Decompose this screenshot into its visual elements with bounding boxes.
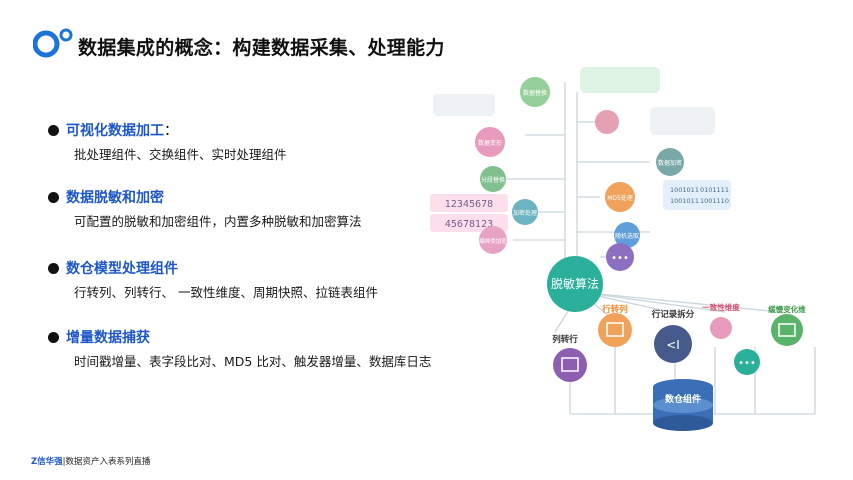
- more-dots-icon: [734, 349, 760, 375]
- node-badge-pink: [595, 110, 619, 134]
- svg-text:缓慢变化维: 缓慢变化维: [767, 304, 806, 314]
- section-heading: 数据脱敏和加密: [66, 190, 164, 206]
- svg-text:行记录拆分: 行记录拆分: [651, 309, 695, 320]
- svg-text:分段替换: 分段替换: [481, 176, 505, 184]
- more-dots-icon: [606, 243, 634, 271]
- node-segment-replace: 分段替换: [480, 166, 506, 192]
- node-encode-encrypt: 编排类加密: [479, 226, 507, 254]
- note-card: [650, 107, 715, 135]
- section-heading: 数仓模型处理组件: [66, 261, 178, 277]
- section-visual-processing: 可视化数据加工 ： 批处理组件、交换组件、实时处理组件: [48, 120, 287, 163]
- node-slowly-changing-dimension: 缓慢变化维: [767, 304, 806, 346]
- svg-text:行转列: 行转列: [601, 304, 628, 315]
- md5-result-line-2: 1001110: [700, 197, 729, 205]
- node-encrypt-process: 加密处理: [512, 199, 538, 225]
- company-logo-icon: [33, 28, 73, 58]
- node-md5: MD5处理: [605, 182, 635, 212]
- section-heading: 可视化数据加工: [66, 123, 164, 139]
- bullet-icon: [48, 331, 59, 343]
- svg-text:随机选取: 随机选取: [615, 232, 639, 240]
- bullet-icon: [48, 262, 59, 274]
- footer: Z信华强|数据资产入表系列直播: [31, 455, 151, 467]
- section-heading-suffix: ：: [164, 123, 178, 139]
- svg-text:数据替换: 数据替换: [523, 89, 547, 97]
- section-description: 可配置的脱敏和加密组件，内置多种脱敏和加密算法: [74, 214, 362, 229]
- svg-text:12345678: 12345678: [445, 199, 493, 210]
- md5-sample-card: [663, 180, 731, 210]
- section-description: 批处理组件、交换组件、实时处理组件: [74, 147, 287, 162]
- bullet-icon: [48, 191, 59, 203]
- node-column-to-row: 列转行: [552, 334, 587, 382]
- node-data-replace: 数据替换: [520, 77, 550, 107]
- section-heading: 增量数据捕获: [66, 330, 150, 346]
- warehouse-database-icon: 数仓组件: [653, 379, 713, 431]
- svg-text:45678123: 45678123: [445, 219, 493, 230]
- node-data-encrypt: 数据加密: [656, 148, 684, 176]
- node-random-select: 随机选取: [614, 222, 640, 248]
- node-consistent-dimension: 一致性维度: [702, 302, 740, 339]
- footer-text: |数据资产入表系列直播: [62, 457, 151, 467]
- svg-text:加密处理: 加密处理: [513, 209, 537, 217]
- section-description: 时间戳增量、表字段比对、MD5 比对、触发器增量、数据库日志: [74, 354, 432, 369]
- svg-text:<I: <I: [666, 338, 680, 352]
- output-card: [580, 67, 660, 93]
- footer-brand: Z信华强: [31, 457, 63, 467]
- input-card: [433, 94, 495, 116]
- node-row-split: 行记录拆分 <I: [651, 309, 695, 363]
- svg-text:•••: •••: [611, 253, 629, 264]
- svg-text:数仓组件: 数仓组件: [665, 393, 701, 405]
- section-desensitization: 数据脱敏和加密 可配置的脱敏和加密组件，内置多种脱敏和加密算法: [48, 187, 362, 230]
- md5-sample-line-1: 1001011: [670, 186, 699, 194]
- svg-text:编排类加密: 编排类加密: [479, 237, 507, 245]
- svg-text:数据变形: 数据变形: [478, 139, 502, 147]
- section-incremental-capture: 增量数据捕获 时间戳增量、表字段比对、MD5 比对、触发器增量、数据库日志: [48, 327, 431, 370]
- node-data-transform: 数据变形: [475, 127, 505, 157]
- section-description: 行转列、列转行、 一致性维度、周期快照、拉链表组件: [74, 285, 378, 300]
- svg-text:MD5处理: MD5处理: [607, 194, 633, 202]
- svg-text:数据加密: 数据加密: [658, 159, 682, 167]
- data-integration-diagram: 12345678 45678123 1001011 1001011 010111…: [430, 67, 816, 431]
- md5-sample-line-2: 1001011: [670, 197, 699, 205]
- svg-text:列转行: 列转行: [552, 334, 578, 345]
- desensitize-hub: 脱敏算法: [547, 256, 603, 312]
- section-warehouse-model: 数仓模型处理组件 行转列、列转行、 一致性维度、周期快照、拉链表组件: [48, 258, 378, 301]
- bullet-icon: [48, 124, 59, 136]
- sample-number-box-1: 12345678: [430, 194, 508, 212]
- svg-text:•••: •••: [738, 358, 756, 369]
- node-row-to-column: 行转列: [598, 304, 632, 347]
- md5-result-line-1: 0101111: [700, 186, 729, 194]
- svg-text:一致性维度: 一致性维度: [702, 302, 740, 312]
- page-title: 数据集成的概念：构建数据采集、处理能力: [78, 37, 445, 59]
- svg-text:脱敏算法: 脱敏算法: [551, 276, 599, 291]
